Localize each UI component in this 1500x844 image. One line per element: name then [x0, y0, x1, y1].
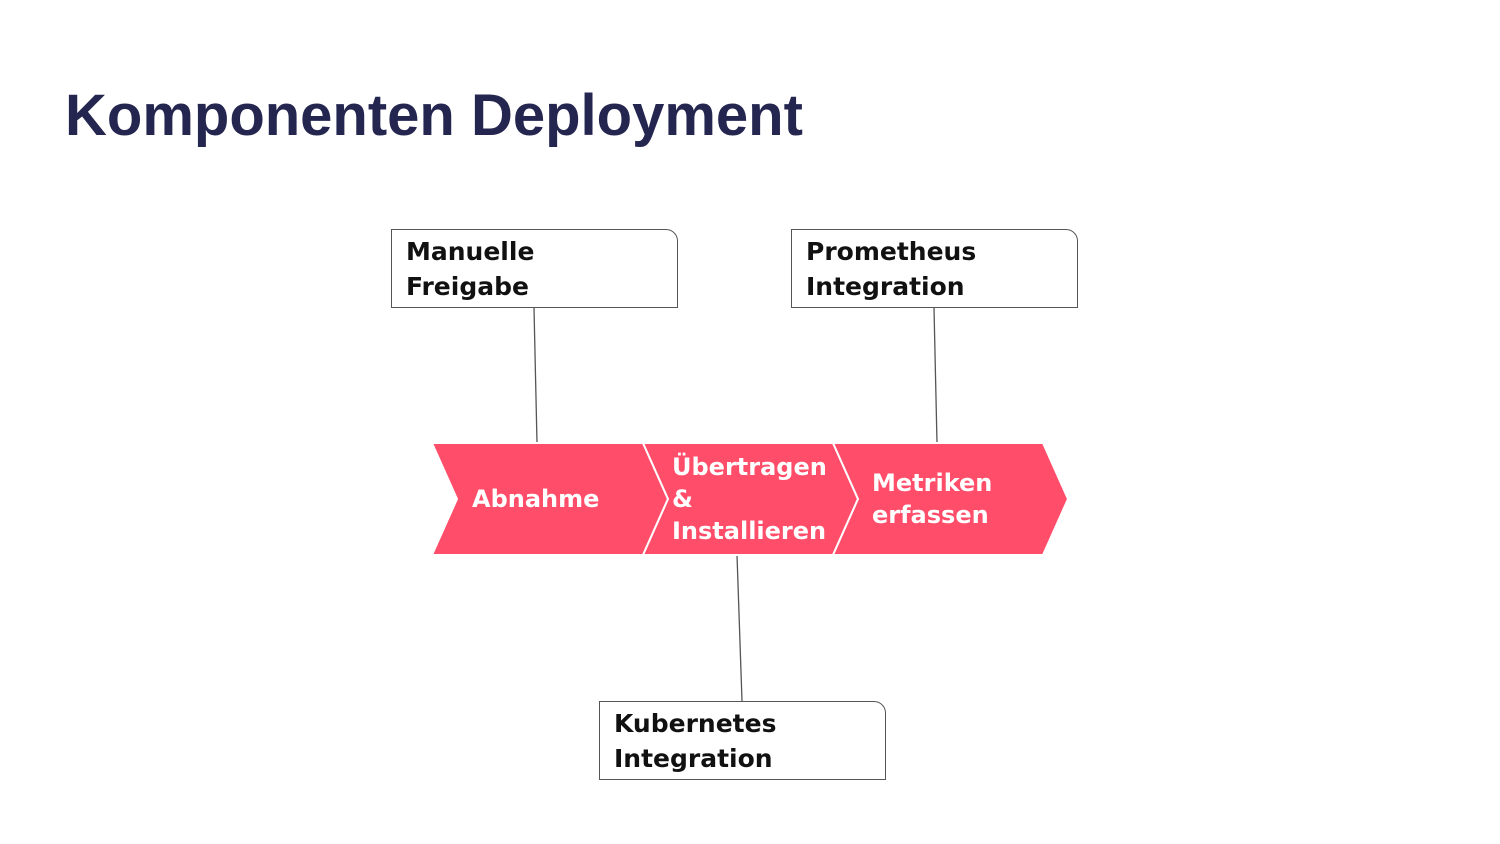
connector-kubernetes: [736, 554, 743, 702]
step-label-collect-metrics: Metriken erfassen: [872, 469, 993, 529]
note-kubernetes-integration: Kubernetes Integration: [599, 701, 886, 780]
connector-prometheus: [933, 307, 938, 444]
slide-title: Komponenten Deployment: [65, 83, 803, 148]
connector-manual-approval: [533, 307, 538, 444]
note-prometheus-integration: Prometheus Integration: [791, 229, 1078, 308]
note-manual-approval: Manuelle Freigabe: [391, 229, 678, 308]
step-label-acceptance: Abnahme: [472, 485, 600, 513]
step-chevron-collect-metrics: [831, 442, 1070, 556]
step-label-transfer-install: Übertragen & Installieren: [672, 453, 827, 545]
